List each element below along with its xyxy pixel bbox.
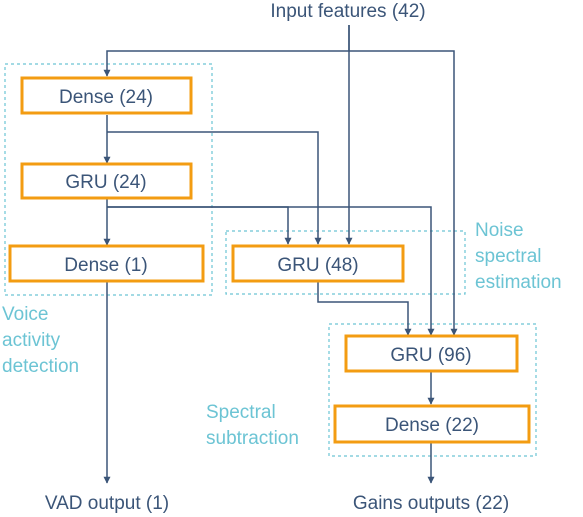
node-dense-1-label: Dense (1) <box>64 255 147 276</box>
edge-input-dense24 <box>103 25 350 77</box>
node-gru-48-label: GRU (48) <box>277 255 358 276</box>
node-dense-24-label: Dense (24) <box>59 87 153 108</box>
node-gru-96: GRU (96) <box>344 334 519 373</box>
spectral-group-label: Spectral subtraction <box>206 402 299 449</box>
node-dense-24: Dense (24) <box>20 76 193 115</box>
edges <box>103 25 458 484</box>
noise-group-label-line-3: estimation <box>475 272 562 293</box>
noise-group-label-line-1: Noise <box>475 220 524 241</box>
spectral-group-label-line-1: Spectral <box>206 402 276 423</box>
spectral-group-box <box>328 323 537 457</box>
gains-output-label: Gains outputs (22) <box>353 493 509 514</box>
edge-gru48-gru96 <box>317 281 412 336</box>
vad-group-label-line-1: Voice <box>2 304 48 325</box>
node-gru-24: GRU (24) <box>20 162 193 200</box>
node-gru-24-label: GRU (24) <box>65 172 146 193</box>
node-gru-48: GRU (48) <box>231 244 405 283</box>
edge-input-gru96 <box>349 50 458 336</box>
node-gru-96-label: GRU (96) <box>390 345 471 366</box>
vad-group-box <box>4 63 213 296</box>
vad-output-label: VAD output (1) <box>45 493 169 514</box>
spectral-group-label-line-2: subtraction <box>206 428 299 449</box>
noise-group-box <box>225 230 466 295</box>
vad-group-label-line-3: detection <box>2 356 79 377</box>
vad-group-label-line-2: activity <box>2 330 61 351</box>
edge-gru24-gru96 <box>107 206 435 336</box>
noise-group-label-line-2: spectral <box>475 246 542 267</box>
edge-gru24-gru48 <box>107 206 292 245</box>
vad-group-label: Voice activity detection <box>2 304 79 377</box>
node-dense-22-label: Dense (22) <box>385 415 479 436</box>
node-dense-22: Dense (22) <box>333 404 531 444</box>
input-features-label: Input features (42) <box>270 1 425 22</box>
node-dense-1: Dense (1) <box>8 244 205 283</box>
noise-group-label: Noise spectral estimation <box>475 220 562 293</box>
